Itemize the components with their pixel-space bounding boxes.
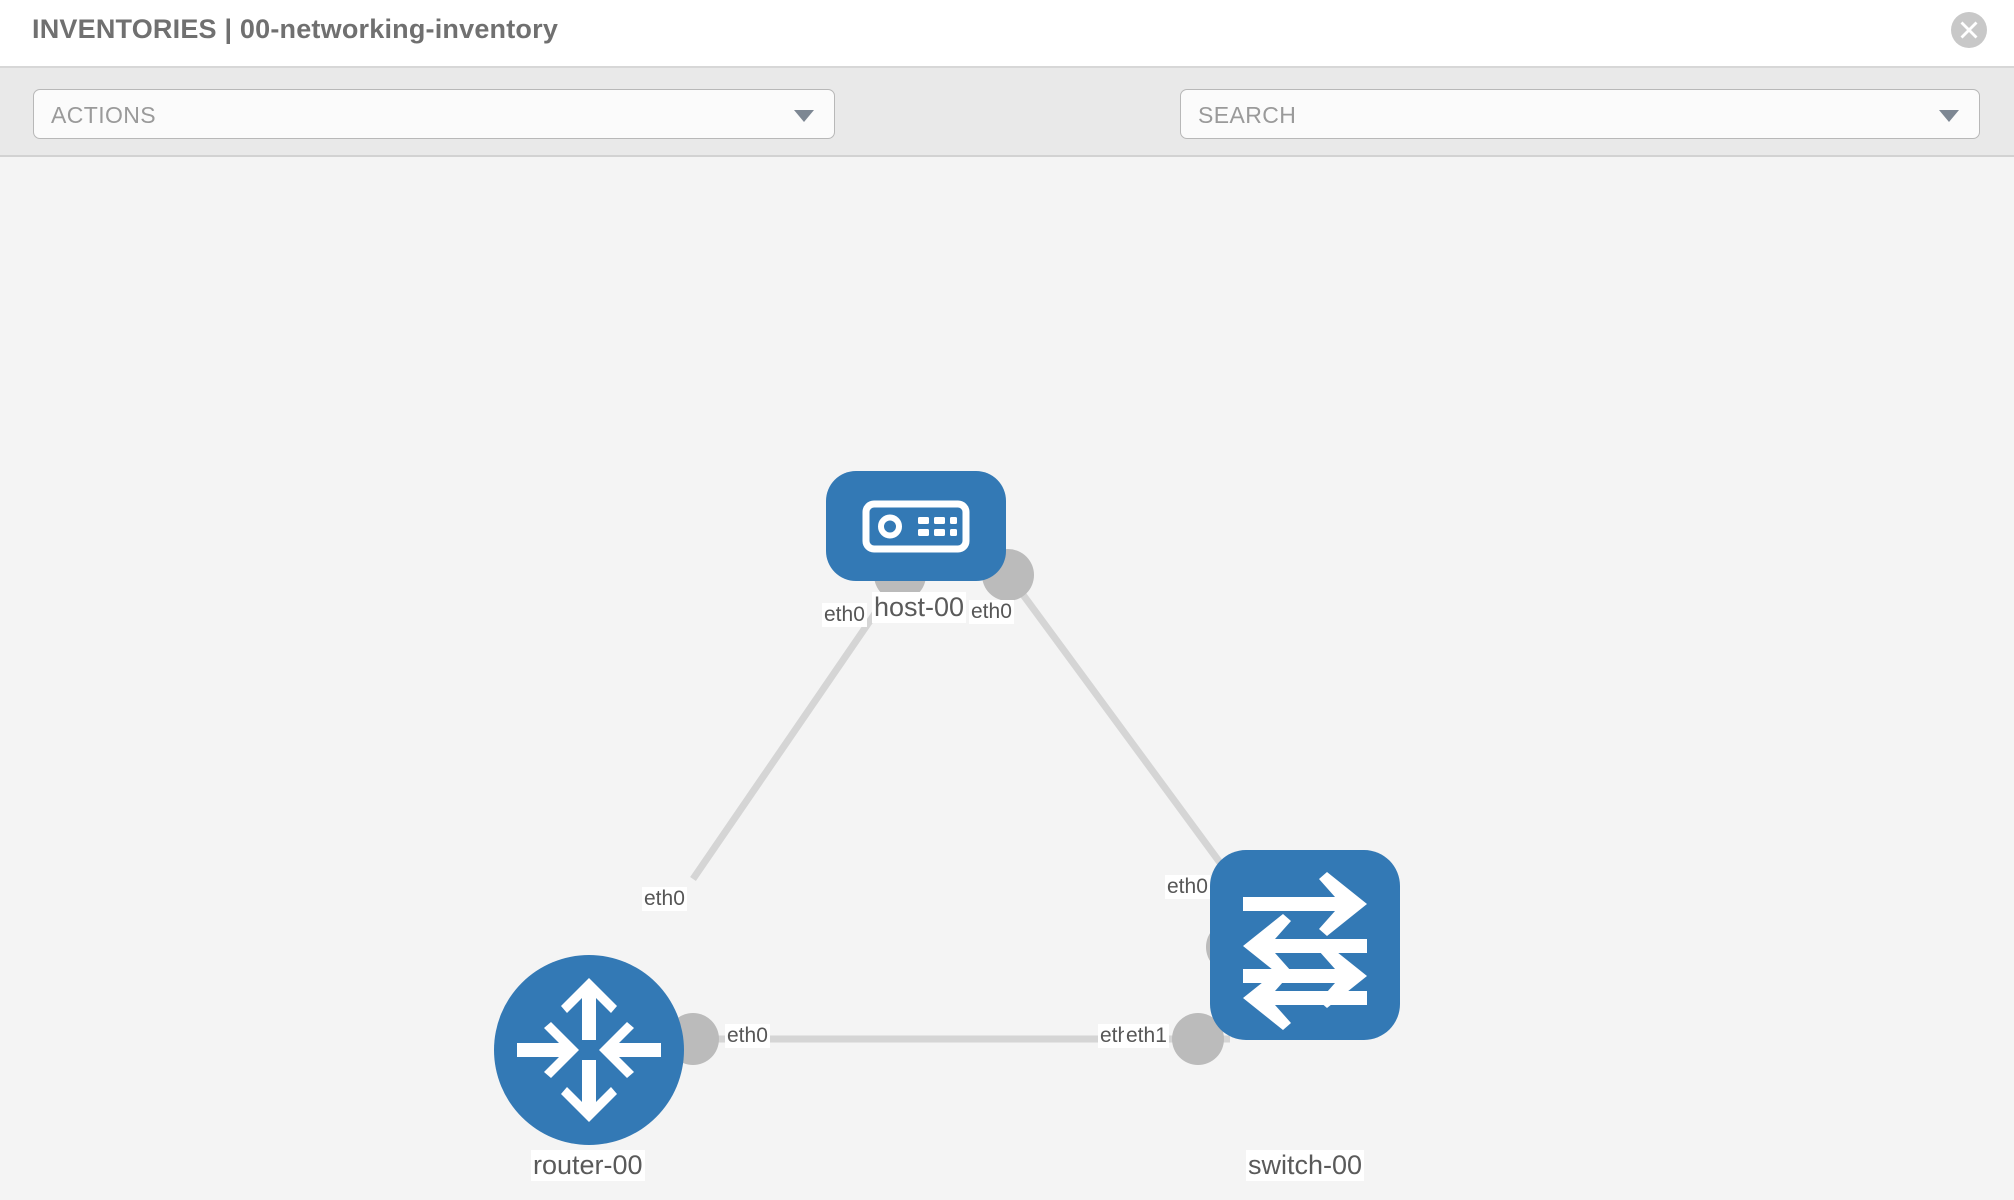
search-input[interactable]: SEARCH — [1180, 89, 1980, 139]
topology-graph — [494, 471, 1400, 1145]
node-label-switch: switch-00 — [1246, 1150, 1365, 1181]
interface-label: eth0 — [642, 887, 687, 911]
interface-label: eth1 — [1124, 1024, 1169, 1048]
edge-router-host — [690, 575, 903, 881]
actions-dropdown-label: ACTIONS — [51, 102, 157, 128]
node-label-router: router-00 — [531, 1150, 645, 1181]
edge-host-switch — [1007, 574, 1235, 882]
actions-dropdown[interactable]: ACTIONS — [33, 89, 835, 139]
chevron-down-icon — [794, 110, 814, 122]
edge-layer — [690, 574, 1235, 1043]
port-layer — [667, 549, 1258, 1065]
node-label-host: host-00 — [872, 592, 967, 623]
search-placeholder: SEARCH — [1198, 102, 1297, 128]
topology-canvas[interactable]: eth0 eth0 eth0 eth0 eth0 eth0 eth1 host-… — [0, 157, 2014, 1200]
node-switch-00[interactable] — [1210, 850, 1400, 1040]
interface-label: eth0 — [969, 600, 1014, 624]
interface-label: eth0 — [822, 603, 867, 627]
chevron-down-icon[interactable] — [1939, 110, 1959, 122]
interface-label: eth0 — [1165, 875, 1210, 899]
interface-label: eth0 — [725, 1024, 770, 1048]
node-router-00[interactable] — [494, 955, 684, 1145]
page-title: INVENTORIES | 00-networking-inventory — [32, 14, 559, 44]
close-icon[interactable] — [1951, 12, 1987, 48]
node-host-00[interactable] — [826, 471, 1006, 581]
page-header: INVENTORIES | 00-networking-inventory — [0, 0, 2014, 68]
port-switch-left — [1172, 1013, 1224, 1065]
toolbar: ACTIONS SEARCH — [0, 68, 2014, 198]
